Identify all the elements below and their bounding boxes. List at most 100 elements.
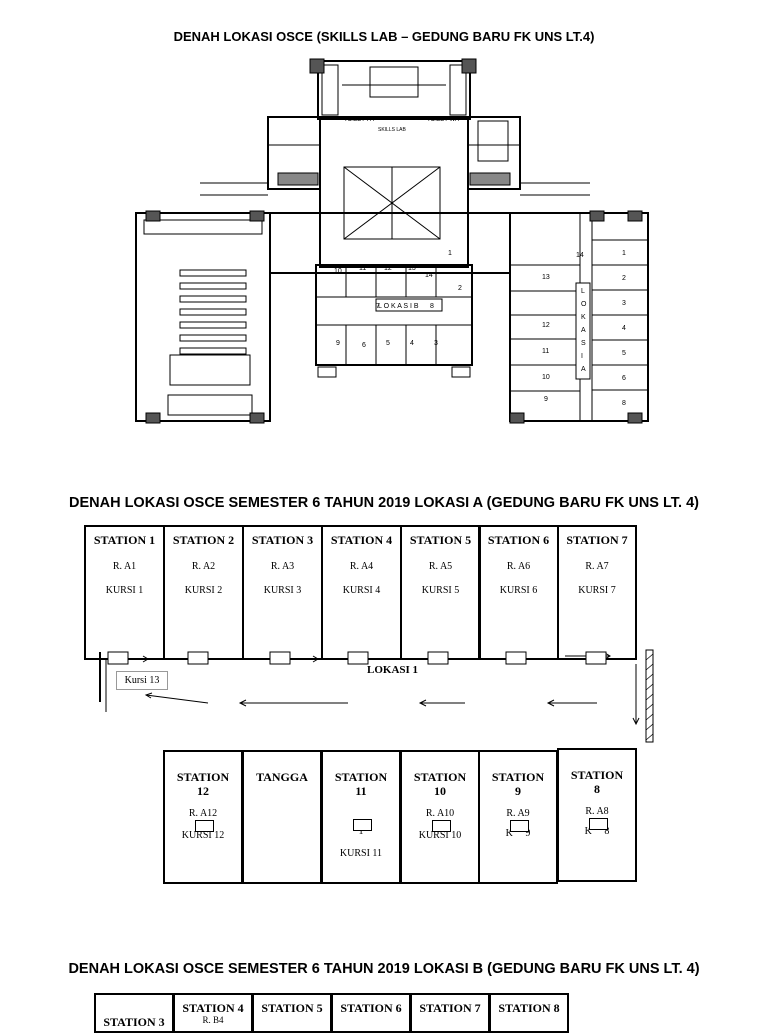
floor-room-number: 12 <box>542 322 550 329</box>
station-label: STATION 8 <box>570 768 624 796</box>
kursi-label: KURSI 3 <box>263 585 302 596</box>
chair-tag: K 9 <box>505 828 531 839</box>
station-label: STATION 6 <box>340 1001 402 1015</box>
station-room: STATION 5 R. A5 KURSI 5 <box>400 525 481 660</box>
station-room: STATION 5 <box>252 993 332 1033</box>
lokasi-a-letter: S <box>581 340 586 347</box>
station-label: STATION 4 <box>330 533 393 547</box>
station-label: TANGGA <box>256 770 308 784</box>
lokasi-a-letter: I <box>581 353 583 360</box>
floor-room-number: 14 <box>425 272 433 279</box>
room-code: R. A10 <box>425 808 455 819</box>
floor-room-number: 2 <box>622 275 626 282</box>
lokasi-a-corridor <box>84 649 654 743</box>
kursi-label: KURSI 2 <box>184 585 223 596</box>
station-room: STATION 8 <box>489 993 569 1033</box>
kursi-label: KURSI 6 <box>499 585 538 596</box>
floor-room-number: 1 <box>448 250 452 257</box>
room-code: R. A3 <box>270 561 295 572</box>
floor-room-number: 5 <box>386 340 390 347</box>
station-label: STATION 1 <box>93 533 156 547</box>
floor-room-number: 7 <box>376 303 380 310</box>
floor-room-number: 9 <box>336 340 340 347</box>
station-label: STATION 7 <box>566 533 628 547</box>
floor-room-number: 6 <box>622 375 626 382</box>
floor-room-number: 11 <box>542 348 549 355</box>
kursi-label: KURSI 10 <box>418 830 462 841</box>
floor-room-number: 4 <box>622 325 626 332</box>
kursi-label: KURSI 1 <box>105 585 144 596</box>
floor-plan: TOILET PA TOILET WA SKILLS LAB L O K A S… <box>135 58 649 424</box>
kursi-label: KURSI 5 <box>421 585 460 596</box>
chair-icon <box>195 820 214 832</box>
floor-room-number: 1 <box>622 250 626 257</box>
station-label: STATION 6 <box>487 533 550 547</box>
floor-room-number: 9 <box>544 396 548 403</box>
station-label: STATION 9 <box>491 770 545 798</box>
chair-icon <box>510 820 529 832</box>
lokasi-a-letter: A <box>581 327 586 334</box>
lokasi-a-letter: L <box>581 288 585 295</box>
floor-room-number: 11 <box>359 265 366 272</box>
chair-icon <box>589 818 608 830</box>
corridor-label: LOKASI 1 <box>367 664 419 676</box>
floor-room-number: 5 <box>622 350 626 357</box>
station-room: STATION 6 <box>331 993 411 1033</box>
floor-room-number: 13 <box>408 265 416 272</box>
station-label: STATION 3 <box>103 1015 165 1029</box>
floor-room-number: 3 <box>434 340 438 347</box>
station-label: STATION 7 <box>419 1001 481 1015</box>
lokasi-b-floor-label: L O K A S I B <box>378 303 419 310</box>
floor-room-number: 10 <box>542 374 550 381</box>
toilet-pa-label: TOILET PA <box>344 117 374 123</box>
lokasi-a-letter: K <box>581 314 586 321</box>
station-label: STATION 11 <box>334 770 388 798</box>
floor-room-number: 4 <box>410 340 414 347</box>
kursi-13-box: Kursi 13 <box>116 671 168 690</box>
floor-room-number: 14 <box>576 252 584 259</box>
room-code: R. A5 <box>428 561 453 572</box>
station-room: STATION 8 R. A8 K 8 <box>557 748 637 882</box>
room-code: R. A12 <box>188 808 218 819</box>
station-label: STATION 5 <box>261 1001 323 1015</box>
room-code: R. A4 <box>349 561 374 572</box>
kursi-label: KURSI 12 <box>181 830 225 841</box>
room-code: R. A1 <box>112 561 137 572</box>
station-label: STATION 8 <box>498 1001 560 1015</box>
skills-lab-label: SKILLS LAB <box>378 127 406 133</box>
station-room: STATION 3 <box>94 993 174 1033</box>
room-code: R. A9 <box>506 808 530 819</box>
room-code: R. A7 <box>585 561 609 572</box>
station-label: STATION 12 <box>176 770 230 798</box>
kursi-label: KURSI 7 <box>578 585 616 596</box>
floor-room-number: 12 <box>384 265 392 272</box>
toilet-wa-label: TOILET WA <box>427 117 459 123</box>
floor-plan-title: DENAH LOKASI OSCE (SKILLS LAB – GEDUNG B… <box>173 29 595 44</box>
room-code: R. A2 <box>191 561 216 572</box>
kursi-label: KURSI 11 <box>339 848 383 859</box>
floor-room-number: 10 <box>334 268 342 275</box>
station-label: STATION 5 <box>409 533 472 547</box>
floor-room-number: 6 <box>362 342 366 349</box>
floor-room-number: 8 <box>430 303 434 310</box>
chair-icon <box>353 819 372 831</box>
floor-room-number: 2 <box>458 285 462 292</box>
lokasi-b-title: DENAH LOKASI OSCE SEMESTER 6 TAHUN 2019 … <box>68 961 700 977</box>
station-label: STATION 3 <box>251 533 314 547</box>
floor-room-number: 8 <box>622 400 626 407</box>
stairs-area: TANGGA <box>242 750 322 884</box>
chair-tag: 1 <box>358 826 364 837</box>
floor-room-number: 13 <box>542 274 550 281</box>
station-room: STATION 7 <box>410 993 490 1033</box>
station-label: STATION 10 <box>413 770 467 798</box>
room-code: R. A8 <box>585 806 609 817</box>
station-label: STATION 2 <box>172 533 235 547</box>
room-code: R. B4 <box>202 1015 224 1025</box>
chair-icon <box>432 820 451 832</box>
lokasi-a-letter: O <box>581 301 587 308</box>
floor-room-number: 3 <box>622 300 626 307</box>
chair-tag: K 8 <box>584 826 610 837</box>
